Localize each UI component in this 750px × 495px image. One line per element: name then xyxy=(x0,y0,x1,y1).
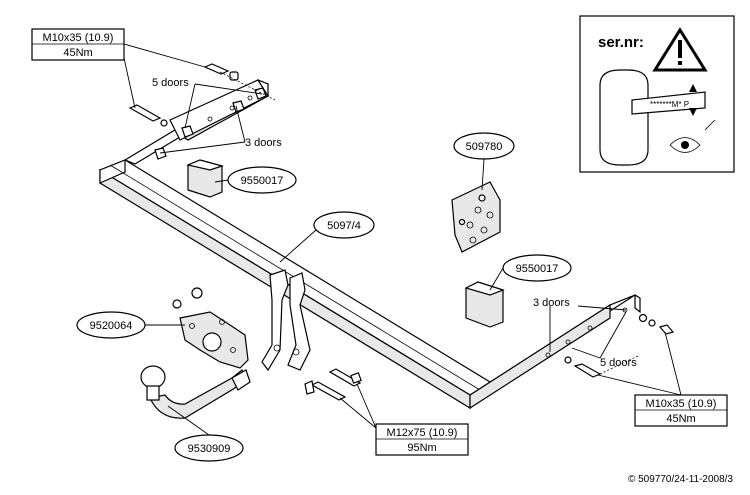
serial-number-inset: ser.nr: *******M* P xyxy=(579,15,735,173)
callout-9550017-a: 9550017 xyxy=(227,166,297,194)
plate-code: *******M* P xyxy=(650,100,689,109)
eye-icon xyxy=(669,137,701,153)
torque-top: 45Nm xyxy=(63,47,92,59)
m12-bolts xyxy=(304,368,362,401)
doors3-right-label: 3 doors xyxy=(533,297,570,309)
torque-bottom: 95Nm xyxy=(407,442,436,454)
callout-9520064: 9520064 xyxy=(76,311,146,339)
bolt-spec-bottom: M12x75 (10.9) xyxy=(387,427,458,439)
spacer-block-left xyxy=(186,159,225,198)
callout-5097-4: 5097/4 xyxy=(313,211,375,239)
torque-right: 45Nm xyxy=(666,413,695,425)
top-left-spec-box: M10x35 (10.9) 45Nm xyxy=(31,28,125,61)
svg-text:9550017: 9550017 xyxy=(241,175,284,187)
svg-text:9520064: 9520064 xyxy=(90,320,133,332)
callout-9550017-b: 9550017 xyxy=(502,254,572,282)
socket-plate xyxy=(451,181,501,253)
towball xyxy=(140,365,251,419)
svg-text:9530909: 9530909 xyxy=(188,443,231,455)
svg-text:509780: 509780 xyxy=(466,141,503,153)
mounting-bracket xyxy=(261,269,311,372)
doors5-right-label: 5 doors xyxy=(600,357,637,369)
svg-text:9550017: 9550017 xyxy=(516,263,559,275)
bolt-spec-top: M10x35 (10.9) xyxy=(43,32,114,44)
callout-9530909: 9530909 xyxy=(174,434,244,462)
spacer-block-right xyxy=(464,281,505,328)
callout-509780: 509780 xyxy=(453,132,515,160)
right-bolts xyxy=(564,313,675,378)
doors5-top-label: 5 doors xyxy=(152,77,189,89)
bottom-spec-box: M12x75 (10.9) 95Nm xyxy=(375,423,469,456)
doors3-top-label: 3 doors xyxy=(245,137,282,149)
ball-mount-flange xyxy=(172,287,249,369)
copyright-text: © 509770/24-11-2008/3 xyxy=(628,474,733,485)
right-spec-box: M10x35 (10.9) 45Nm xyxy=(634,394,728,427)
bolt-spec-right: M10x35 (10.9) xyxy=(646,398,717,410)
ser-nr-label: ser.nr: xyxy=(598,34,644,51)
main-crossbar xyxy=(98,79,641,410)
leader-lines xyxy=(123,43,682,436)
svg-text:5097/4: 5097/4 xyxy=(327,220,361,232)
